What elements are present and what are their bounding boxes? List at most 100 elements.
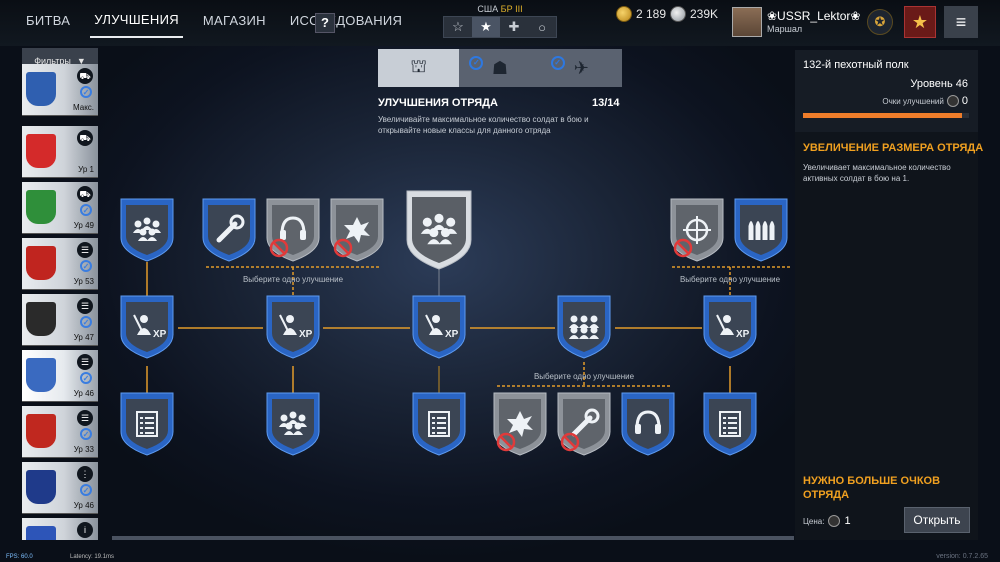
svg-text:XP: XP xyxy=(736,329,750,340)
squad-emblem-icon xyxy=(26,190,56,224)
choose-one-label-2: Выберите одно улучшение xyxy=(680,275,781,284)
star-filled-icon[interactable]: ★ xyxy=(472,17,500,37)
upgrade-node[interactable] xyxy=(202,198,256,262)
squad-list-item[interactable]: ⛟Ур 1 xyxy=(22,126,98,178)
upgrade-title: УВЕЛИЧЕНИЕ РАЗМЕРА ОТРЯДА xyxy=(803,142,984,154)
tab-vehicle-upgrades[interactable]: ✓✈ xyxy=(541,49,622,87)
upgrade-node[interactable] xyxy=(266,392,320,456)
check-icon: ✓ xyxy=(80,86,92,98)
squad-list-item[interactable]: ⋮✓Ур 46 xyxy=(22,462,98,514)
upgrade-node[interactable]: XP xyxy=(266,295,320,359)
rank-badge-icon[interactable]: ✪ xyxy=(867,9,893,35)
squad-list-item[interactable]: ☰✓Ур 47 xyxy=(22,294,98,346)
squad-list-item[interactable]: ⛟ ✓ Макс. xyxy=(22,64,98,116)
upgrade-node[interactable] xyxy=(557,392,611,456)
ammo-icon: ⋮ xyxy=(77,466,93,482)
list-icon xyxy=(136,411,158,437)
version-label: version: 0.7.2.65 xyxy=(936,553,988,560)
check-icon: ✓ xyxy=(80,316,92,328)
help-button[interactable]: ? xyxy=(315,13,335,33)
regiment-name: 132-й пехотный полк xyxy=(803,59,909,71)
squad-level: Макс. xyxy=(72,103,94,112)
squad-emblem-icon xyxy=(26,72,56,106)
ammo-icon xyxy=(748,221,775,240)
choose-one-label-1: Выберите одно улучшение xyxy=(243,275,344,284)
price-value: 1 xyxy=(844,515,851,527)
upgrade-node[interactable] xyxy=(120,198,174,262)
upgrade-node[interactable]: XP xyxy=(120,295,174,359)
squad-icon: ☰ xyxy=(77,410,93,426)
list-icon xyxy=(719,411,741,437)
tab-shop[interactable]: МАГАЗИН xyxy=(202,13,266,28)
user-rank: Маршал xyxy=(767,24,803,34)
squad-list-item[interactable]: ☰ ✓ Ур 33 xyxy=(22,406,98,458)
tab-upgrades[interactable]: УЛУЧШЕНИЯ xyxy=(90,2,183,38)
check-icon: ✓ xyxy=(469,56,484,70)
tank-icon: ⛟ xyxy=(77,68,93,84)
avatar[interactable] xyxy=(732,7,762,37)
wrench-icon xyxy=(216,214,245,243)
check-icon: ✓ xyxy=(80,372,92,384)
squad-list-item[interactable]: iУр 37 xyxy=(22,518,98,540)
tab-squad-upgrades[interactable]: ⛫ xyxy=(378,49,460,87)
menu-button[interactable]: ≡ xyxy=(944,6,978,38)
filters-label: Фильтры xyxy=(34,56,71,66)
upgrade-node[interactable]: XP xyxy=(703,295,757,359)
svg-text:XP: XP xyxy=(445,329,459,340)
upgrade-node[interactable] xyxy=(621,392,675,456)
squad-icon xyxy=(133,217,161,241)
squad-level: Ур 53 xyxy=(73,277,94,286)
locked-strike-icon xyxy=(333,238,353,258)
squad-list-item[interactable]: ☰✓Ур 53 xyxy=(22,238,98,290)
squad-icon xyxy=(420,213,458,245)
silver-currency[interactable]: 239K xyxy=(670,6,718,22)
choose-one-label-3: Выберите одно улучшение xyxy=(534,372,635,381)
xp-icon: XP xyxy=(133,314,167,340)
circle-icon[interactable]: ○ xyxy=(538,19,546,35)
squad-emblem-icon xyxy=(26,358,56,392)
plus-icon[interactable]: ✚ xyxy=(508,19,520,34)
country-name: США xyxy=(477,4,499,14)
upgrade-node[interactable]: XP xyxy=(412,295,466,359)
squad-list-item[interactable]: ⛟✓Ур 49 xyxy=(22,182,98,234)
tank-icon: ⛟ xyxy=(77,130,93,146)
svg-text:XP: XP xyxy=(299,329,313,340)
upgrade-node[interactable] xyxy=(734,198,788,262)
upgrade-node[interactable] xyxy=(670,198,724,262)
squad-level: Ур 46 xyxy=(73,389,94,398)
price-label: Цена: xyxy=(803,516,825,526)
upgrade-node[interactable] xyxy=(406,190,472,270)
squad-icon: ☰ xyxy=(77,354,93,370)
upgrade-node[interactable] xyxy=(703,392,757,456)
premium-star-icon[interactable]: ★ xyxy=(904,6,936,38)
squad-icon xyxy=(279,411,307,435)
battle-rating: БР III xyxy=(500,4,523,14)
squad-list-item[interactable]: ☰ ✓ Ур 46 xyxy=(22,350,98,402)
upgrade-node[interactable] xyxy=(266,198,320,262)
tank-icon: ⛟ xyxy=(77,186,93,202)
open-button[interactable]: Открыть xyxy=(904,507,970,533)
mode-selector: ☆ ★ ✚ ○ xyxy=(443,16,557,38)
headset-icon xyxy=(635,410,661,434)
check-icon: ✓ xyxy=(550,56,565,70)
panel-description: Увеличивайте максимальное количество сол… xyxy=(378,115,589,135)
tab-soldier-upgrades[interactable]: ✓☗ xyxy=(459,49,540,87)
svg-text:XP: XP xyxy=(153,329,167,340)
upgrade-node[interactable] xyxy=(330,198,384,262)
upgrade-node[interactable] xyxy=(557,295,611,359)
tab-battle[interactable]: БИТВА xyxy=(26,13,71,28)
xp-icon: XP xyxy=(279,314,313,340)
upgrade-point-icon xyxy=(946,95,959,107)
gold-currency[interactable]: 2 189 xyxy=(616,6,666,22)
country-label: США БР III xyxy=(444,4,556,14)
list-icon xyxy=(428,411,450,437)
star-outline-icon[interactable]: ☆ xyxy=(452,19,464,34)
check-icon: ✓ xyxy=(80,428,92,440)
upgrade-node[interactable] xyxy=(493,392,547,456)
locked-strike-icon xyxy=(560,432,580,452)
upgrade-node[interactable] xyxy=(412,392,466,456)
upgrade-node[interactable] xyxy=(120,392,174,456)
squad-level: Ур 33 xyxy=(73,445,94,454)
horizontal-scrollbar[interactable] xyxy=(112,536,794,540)
